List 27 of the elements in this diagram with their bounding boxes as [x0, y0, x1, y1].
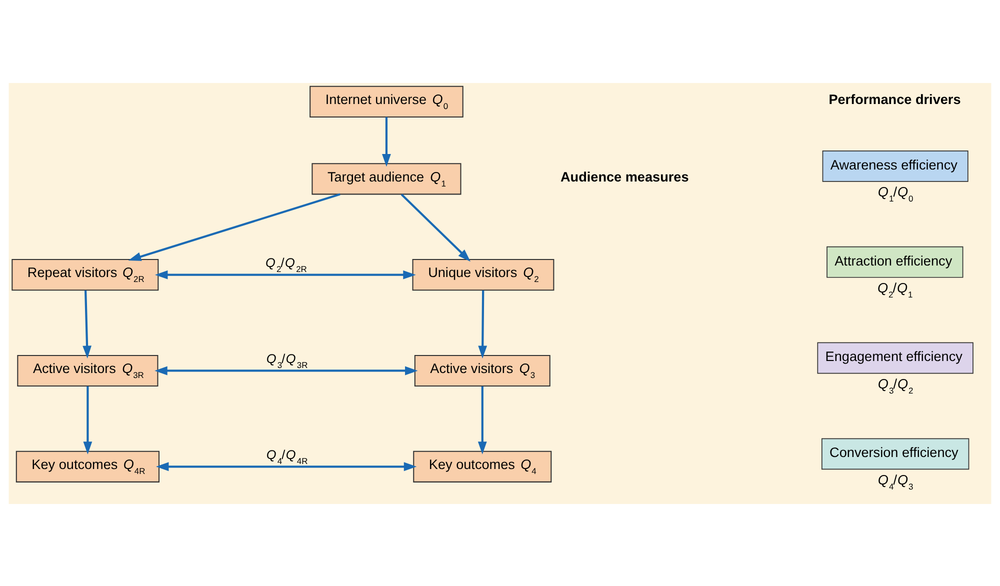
arrow: [154, 270, 416, 279]
node-box: Repeat visitors Q$_{2R}$: [12, 258, 159, 290]
edge-label: Q$_{4}$/Q$_{4R}$: [266, 446, 308, 466]
edge-label: Q$_{2}$/Q$_{2R}$: [266, 254, 307, 274]
arrow: [154, 366, 418, 375]
edge-label: Q$_{3}$/Q$_{3R}$: [266, 350, 308, 370]
label: Audience measures: [560, 168, 689, 184]
node-box: Internet universe Q$_{0}$: [310, 85, 464, 117]
node-box: Key outcomes Q$_{4R}$: [16, 450, 160, 482]
node-box: Key outcomes Q$_{4}$: [413, 450, 552, 482]
node-label: Q$_{1}$/Q$_{0}$: [878, 184, 914, 204]
arrow: [478, 290, 488, 358]
node-label: Q$_{4}$/Q$_{3}$: [878, 472, 914, 491]
node-box: Target audience Q$_{1}$: [312, 162, 462, 194]
node-box: Active visitors Q$_{3R}$: [17, 354, 158, 386]
node-box: Unique visitors Q$_{2}$: [412, 258, 554, 290]
arrow: [478, 386, 487, 454]
node-label: Q$_{2}$/Q$_{1}$: [878, 280, 913, 299]
arrow: [400, 193, 471, 262]
arrow: [83, 386, 92, 454]
arrow: [128, 192, 340, 260]
arrow: [382, 116, 391, 166]
node-label: Q$_{3}$/Q$_{2}$: [878, 376, 914, 395]
node-box: Active visitors Q$_{3}$: [414, 354, 550, 386]
label: Performance drivers: [828, 92, 961, 107]
arrow: [82, 290, 92, 358]
arrow: [156, 462, 417, 471]
